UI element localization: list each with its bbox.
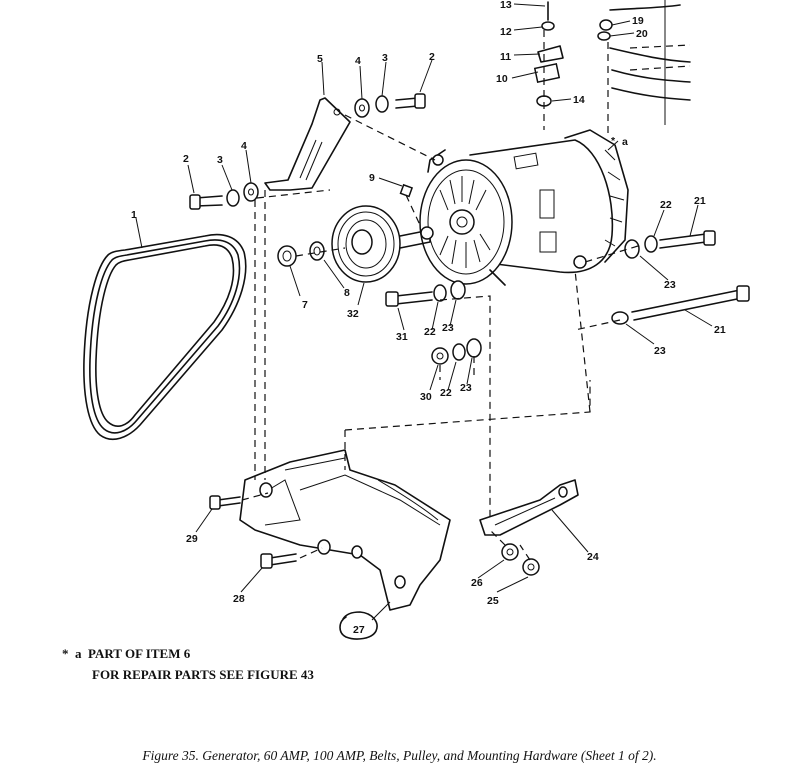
nut-item-25 [522, 558, 540, 576]
mounting-bracket [239, 449, 451, 611]
bolt-item-2-left [189, 194, 223, 210]
callout-32: 32 [347, 308, 359, 320]
key-item-9 [399, 183, 414, 198]
note-part-of-item: PART OF ITEM 6 [88, 646, 191, 661]
callout-4-left: 4 [241, 140, 247, 152]
bolt-item-31 [385, 291, 433, 307]
callout-26: 26 [471, 577, 483, 589]
figure-caption: Figure 35. Generator, 60 AMP, 100 AMP, B… [142, 748, 657, 763]
bolt-item-21-lower [631, 285, 750, 321]
callout-23-lower-center: 23 [460, 382, 472, 394]
callout-13: 13 [500, 0, 512, 11]
callout-19: 19 [632, 15, 644, 27]
clip-item-11 [537, 45, 564, 63]
callout-22-lower: 22 [440, 387, 452, 399]
bolt-item-29 [209, 495, 241, 510]
adjusting-bracket [264, 97, 351, 191]
callout-star-marker: * [611, 135, 616, 147]
callout-23-right: 23 [664, 279, 676, 291]
note-repair-parts: FOR REPAIR PARTS SEE FIGURE 43 [92, 667, 314, 682]
bolt-item-2-right [395, 93, 426, 109]
washer-item-23-right [624, 239, 640, 259]
lockwasher-item-22-right [644, 235, 658, 253]
washer-item-12 [541, 21, 555, 31]
washer-item-20 [597, 31, 611, 41]
callout-14: 14 [573, 94, 585, 106]
callout-3-left: 3 [217, 154, 223, 166]
callout-21-lower: 21 [714, 324, 726, 336]
callout-24: 24 [587, 551, 599, 563]
alignment-lines [241, 30, 639, 561]
drive-belt [83, 233, 247, 441]
callout-28: 28 [233, 593, 245, 605]
lockwasher-item-3-right [375, 95, 389, 113]
callout-labels: 1 2 3 4 5 4 3 2 9 13 12 11 10 14 19 20 *… [131, 0, 726, 636]
pulley [331, 205, 434, 283]
note-star: * [62, 646, 69, 661]
callout-30: 30 [420, 391, 432, 403]
callout-27-highlight-circle [339, 611, 378, 640]
callout-1: 1 [131, 209, 137, 221]
callout-8: 8 [344, 287, 350, 299]
callout-22-right: 22 [660, 199, 672, 211]
nut-item-7 [277, 245, 297, 267]
callout-9: 9 [369, 172, 375, 184]
callout-23-center: 23 [442, 322, 454, 334]
callout-23-lower: 23 [654, 345, 666, 357]
generator-assembly [419, 129, 629, 286]
generator-fan-slots [439, 176, 491, 268]
callout-a: a [622, 136, 628, 148]
washer-item-23-lower [611, 311, 629, 325]
callout-25: 25 [487, 595, 499, 607]
leader-lines [135, 3, 713, 621]
callout-20: 20 [636, 28, 648, 40]
callout-7: 7 [302, 299, 308, 311]
washer-item-23-lower-center [466, 338, 482, 358]
callout-29: 29 [186, 533, 198, 545]
callout-21-upper: 21 [694, 195, 706, 207]
spacer-item-30 [431, 347, 449, 365]
washer-item-4-right [354, 98, 370, 118]
callout-3-right: 3 [382, 52, 388, 64]
lockwasher-item-3-left [226, 189, 240, 207]
callout-12: 12 [500, 26, 512, 38]
callout-2-left: 2 [183, 153, 189, 165]
note-line-2: FOR REPAIR PARTS SEE FIGURE 43 [92, 667, 314, 683]
nut-item-19 [599, 19, 613, 31]
callout-31: 31 [396, 331, 408, 343]
wiring-harness [609, 0, 691, 125]
callout-5: 5 [317, 53, 323, 65]
note-a: a [75, 646, 82, 661]
callout-10: 10 [496, 73, 508, 85]
callout-2-right: 2 [429, 51, 435, 63]
bolt-item-28 [260, 553, 297, 569]
washer-item-8 [309, 241, 325, 261]
callout-11: 11 [500, 51, 511, 63]
lockwasher-item-22-center [433, 284, 447, 302]
callout-27: 27 [353, 624, 365, 636]
adjusting-arm [479, 479, 579, 536]
callout-22-center: 22 [424, 326, 436, 338]
block-item-10 [533, 62, 561, 84]
washer-item-23-center [450, 280, 466, 300]
nut-item-26 [501, 543, 519, 561]
lockwasher-item-22-lower [452, 343, 466, 361]
note-line-1: * a PART OF ITEM 6 [62, 646, 190, 662]
bolt-item-21-upper [659, 230, 716, 249]
callout-4-right: 4 [355, 55, 361, 67]
washer-item-4-left [243, 182, 259, 202]
